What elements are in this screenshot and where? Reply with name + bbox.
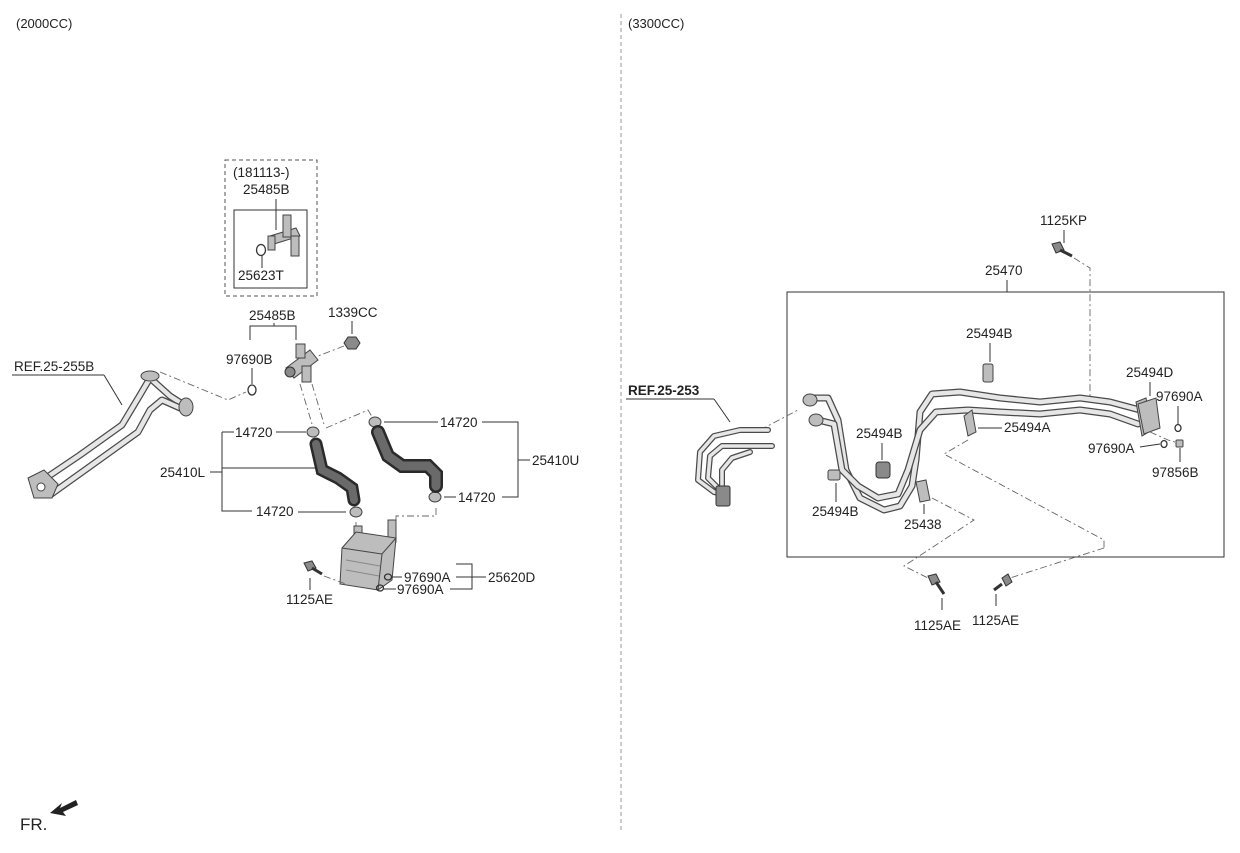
ref-25-255b[interactable]: REF.25-255B	[14, 359, 94, 374]
label-25438: 25438	[904, 517, 942, 532]
oring-97690a-top-icon	[1174, 423, 1182, 433]
label-1125ae-bottom-right: 1125AE	[972, 613, 1019, 628]
label-25494b-mid: 25494B	[856, 426, 903, 441]
oring-97690a-b-icon	[375, 584, 385, 592]
bracket-25494a	[963, 409, 977, 437]
inset-tee-joint	[267, 214, 301, 257]
label-97690a-top: 97690A	[1156, 389, 1203, 404]
oring-97690a-a-icon	[383, 573, 393, 581]
label-97690a-mid: 97690A	[1088, 441, 1135, 456]
label-inset-25485b: 25485B	[243, 182, 290, 197]
bolt-1125ae-left	[303, 560, 323, 576]
label-14720-left: 14720	[235, 425, 273, 440]
oring-97690b-icon	[247, 384, 257, 396]
hose-joint-25485b	[284, 343, 319, 383]
label-25494d: 25494D	[1126, 365, 1174, 380]
label-25485b: 25485B	[249, 308, 296, 323]
bolt-1125ae-bottom-left	[927, 573, 946, 595]
label-97690b: 97690B	[226, 352, 273, 367]
label-25494b-low: 25494B	[812, 504, 859, 519]
oring-97690a-mid-icon	[1160, 439, 1168, 449]
inset-dashed-box	[224, 159, 318, 297]
label-1125ae-left: 1125AE	[286, 592, 333, 607]
clamp-14720-d	[428, 491, 442, 503]
label-1125kp: 1125KP	[1040, 213, 1087, 228]
inset-oring-icon	[255, 243, 267, 257]
label-97690a-b: 97690A	[397, 582, 444, 597]
label-25410l: 25410L	[160, 465, 206, 480]
ref-25-253[interactable]: REF.25-253	[628, 383, 700, 398]
label-25620d: 25620D	[488, 570, 536, 585]
bolt-1125ae-bottom-right	[993, 573, 1013, 592]
hose-25410l	[309, 437, 361, 507]
section-title-3300cc: (3300CC)	[628, 16, 684, 31]
front-arrow-icon	[50, 800, 78, 816]
oil-cooler-25620d	[339, 519, 397, 591]
clip-25494b-low	[827, 469, 841, 481]
label-25494b-top: 25494B	[966, 326, 1013, 341]
hose-25410u	[371, 425, 443, 493]
label-inset-25623t: 25623T	[238, 268, 284, 283]
clip-25494b-top	[982, 363, 994, 383]
bracket-25494d	[1137, 397, 1161, 435]
bracket-25438	[915, 479, 931, 503]
label-14720-top-right: 14720	[440, 415, 478, 430]
clip-25494b-mid	[875, 461, 891, 479]
label-25494a: 25494A	[1004, 420, 1051, 435]
section-title-2000cc: (2000CC)	[16, 16, 72, 31]
nut-1339cc	[343, 336, 361, 350]
ref-pipe-assembly	[27, 370, 194, 499]
bolt-1125kp	[1051, 241, 1073, 258]
label-97856b: 97856B	[1152, 465, 1199, 480]
inset-inner-box	[233, 209, 308, 289]
label-1125ae-bottom-left: 1125AE	[914, 618, 961, 633]
label-14720-bottom-left: 14720	[256, 504, 294, 519]
assembly-box-25470	[786, 291, 1225, 558]
inset-date-code: (181113-)	[233, 165, 290, 180]
clamp-14720-c	[349, 506, 363, 518]
label-25470: 25470	[985, 263, 1023, 278]
label-97690a-a: 97690A	[404, 570, 451, 585]
clamp-14720-a	[306, 426, 320, 438]
label-25410u: 25410U	[532, 453, 579, 468]
plug-97856b	[1175, 439, 1184, 448]
front-direction-label: FR.	[20, 815, 47, 834]
ref-pipe-bundle-25-253	[695, 427, 775, 507]
label-1339cc: 1339CC	[328, 305, 378, 320]
label-14720-bottom-right: 14720	[458, 490, 496, 505]
